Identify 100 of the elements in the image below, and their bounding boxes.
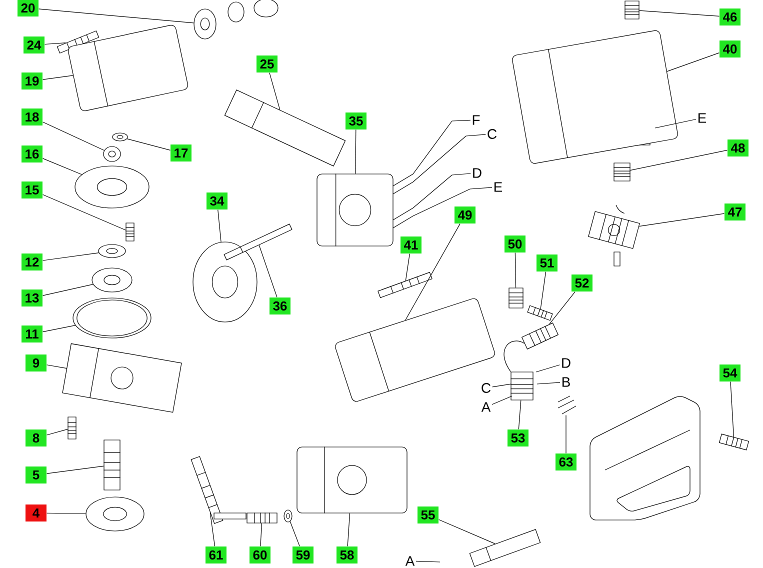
callout-number: 40 [720,40,740,58]
leader-line [269,72,280,110]
callout-number: 54 [720,364,740,382]
leader-line [416,560,440,562]
callout-number: 61 [206,546,226,564]
leader-line [470,187,492,190]
o-ring [72,298,152,338]
wheel-guard [296,446,408,514]
switch [504,340,534,400]
wire-label: F [472,115,480,125]
leader-line [536,382,560,384]
callout-number: 12 [22,254,42,270]
leader-line [42,284,94,296]
brush-holder [588,211,640,249]
callout-number: 58 [336,546,358,564]
spindle [103,440,121,490]
callout-number: 48 [728,140,748,156]
screw [246,512,278,524]
leader-line [654,118,696,128]
leader-line [405,224,460,321]
callout-number: 49 [454,206,476,224]
leader-line [518,400,522,430]
leader-line [46,466,104,474]
callout-number: 11 [22,326,42,342]
leader-line [42,252,100,261]
leader-line [466,134,486,136]
leader-line [452,120,471,122]
callout-number: 52 [572,274,592,292]
leader-line [258,244,278,298]
screw [125,222,135,242]
bearing-flange [62,343,182,413]
callout-number: 5 [26,466,46,484]
leader-line [730,382,734,438]
callout-number: 17 [170,144,192,162]
callout-number: 63 [556,454,576,470]
callout-number: 9 [26,354,46,372]
side-handle [224,90,346,166]
leader-line [42,158,82,175]
carbon-brushes [555,396,577,415]
wire-label: D [562,358,570,368]
wire-label: E [494,182,502,192]
callout-number: 13 [22,290,42,306]
callout-number: 60 [250,546,270,564]
flange-nut [86,496,144,532]
leader-line [405,254,410,282]
leader-line [638,213,724,227]
callout-number: 18 [22,108,42,126]
callout-number: 16 [22,146,42,162]
leader-line [347,513,350,546]
bevel-gear [74,166,150,208]
callout-number: 46 [720,8,740,26]
leader-line [492,396,512,405]
callout-number: 55 [418,506,438,524]
washer [284,510,292,522]
leader-line [210,512,216,546]
leader-line [42,194,126,230]
leader-line [438,519,496,544]
leader-line [666,52,720,72]
carbon-brush [613,162,631,182]
gear-housing [68,24,188,112]
leader-line [42,122,104,151]
callout-number: 51 [536,254,558,272]
leader-line [46,364,67,369]
wire-label: A [481,402,491,412]
hex-key [190,456,246,524]
callout-number: 4 [26,504,46,522]
leader-line [514,252,516,288]
wire-label: E [698,113,706,123]
leader-line [42,325,76,332]
callout-number: 19 [22,72,42,90]
pinion-gear [194,8,216,40]
callout-number: 47 [724,204,746,220]
bearing [92,268,132,292]
leader-line [42,75,74,80]
leader-line [218,210,222,242]
wire-label: B [562,377,570,387]
leader-line [38,8,194,24]
leader-line [536,364,560,372]
leader-line [44,42,66,45]
leader-line [630,150,728,171]
leader-line [492,384,512,388]
leader-line [46,512,86,514]
callout-number: 15 [22,182,42,198]
o-ring [112,132,128,142]
leader-line [452,173,471,176]
callout-number: 34 [206,192,228,210]
leader-line [540,272,546,310]
leader-line [549,292,576,324]
wire-label: D [473,168,482,178]
callout-number: 20 [18,0,38,16]
screw [67,416,77,440]
callout-number: 8 [26,430,46,446]
callout-number: 59 [292,546,314,564]
screw [527,305,553,321]
leader-line [126,138,170,150]
callout-number: 25 [256,56,278,72]
callout-number: 35 [346,112,366,130]
wire-label: C [482,383,491,393]
wire-label: A [405,556,415,566]
callout-number: 24 [24,36,44,54]
